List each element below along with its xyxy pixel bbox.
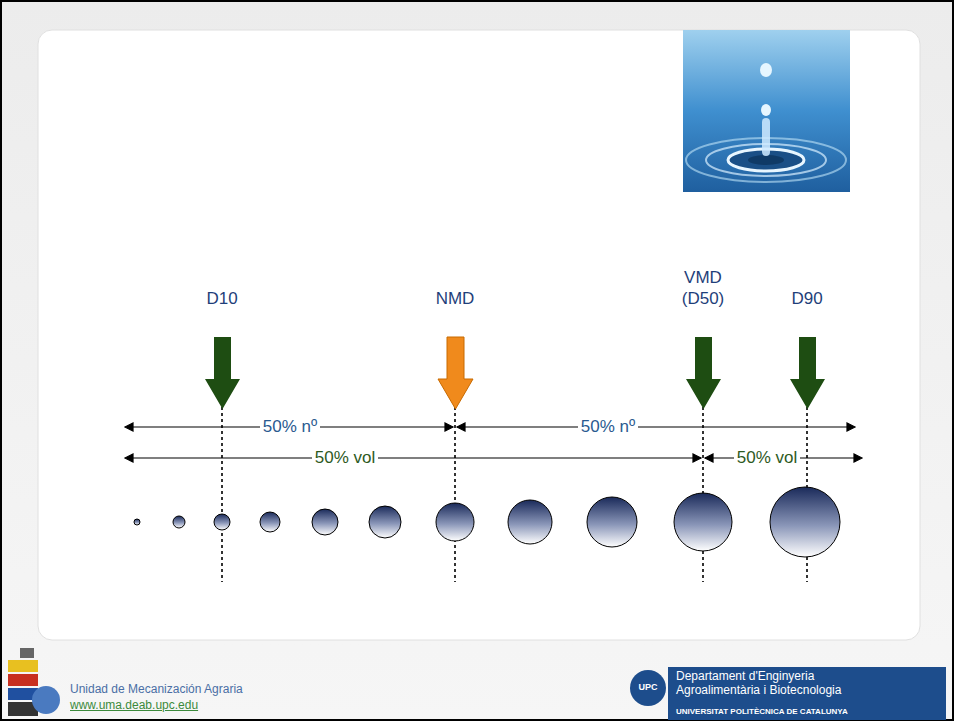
percent-label: 50% vol	[312, 448, 378, 468]
upc-logo	[630, 667, 946, 720]
dotted-guides	[222, 395, 807, 582]
size-label: D90	[791, 289, 822, 309]
university-name: UNIVERSITAT POLITÈCNICA DE CATALUNYA	[676, 707, 848, 717]
size-label: VMD (D50)	[673, 268, 733, 309]
size-label: NMD	[436, 289, 475, 309]
droplet-series	[134, 487, 840, 557]
water-drop-photo	[683, 30, 850, 192]
unit-name: Unidad de Mecanización Agraria	[70, 682, 243, 696]
department-name: Departament d'Enginyeria Agroalimentària…	[676, 670, 851, 698]
percent-label: 50% nº	[578, 417, 638, 437]
uma-logo	[8, 648, 60, 716]
marker-arrows	[205, 337, 825, 409]
size-label: D10	[206, 289, 237, 309]
percent-label: 50% nº	[260, 417, 320, 437]
logo-text: UPC	[638, 682, 657, 693]
website-link: www.uma.deab.upc.edu	[70, 698, 198, 712]
percent-label: 50% vol	[734, 448, 800, 468]
